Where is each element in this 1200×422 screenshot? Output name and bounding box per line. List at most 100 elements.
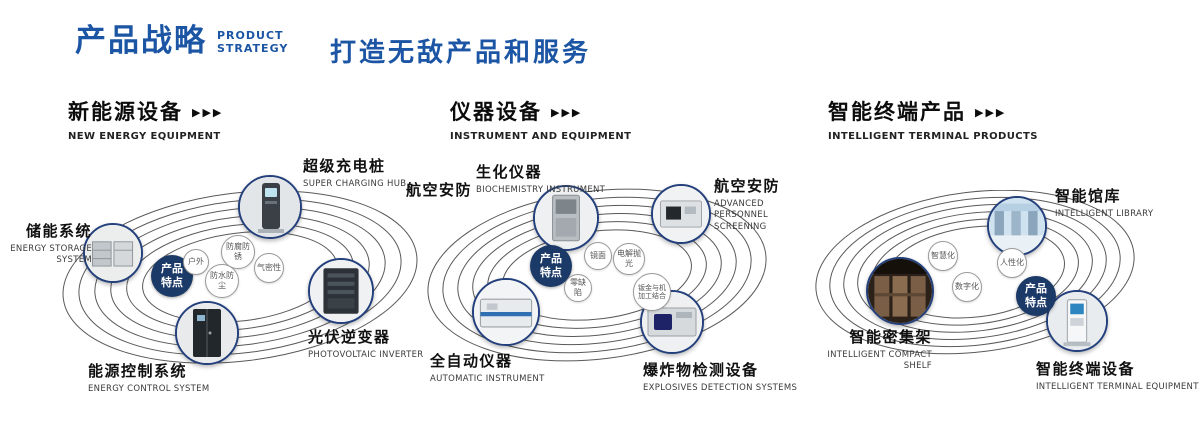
product-label-energy-storage: 储能系统 ENERGY STORAGE SYSTEM [4,220,92,267]
product-name-en: ENERGY CONTROL SYSTEM [88,384,210,394]
feature-label: 户外 [188,257,204,267]
product-photo-intelligent-library [987,196,1047,256]
page-title-en: PRODUCT STRATEGY [217,24,288,55]
feature-label: 智慧化 [931,251,955,261]
product-name-en: BIOCHEMISTRY INSTRUMENT [476,185,606,195]
feature-bubble: 防腐防锈 [221,235,255,269]
feature-label: 数字化 [955,282,979,292]
feature-bubble: 电解抛光 [613,243,645,275]
product-name-cn: 超级充电桩 [303,157,386,175]
triple-arrow-icon: ▶▶▶ [551,106,583,119]
product-label-intelligent-library: 智能馆库 INTELLIGENT LIBRARY [1055,185,1153,220]
product-name-cn: 智能馆库 [1055,187,1122,205]
product-photo-energy-storage [83,223,143,283]
feature-label: 防水防尘 [210,271,234,290]
label-aviation-security-left: 航空安防 [406,181,473,199]
brand-title: 产品战略 PRODUCT STRATEGY [75,24,288,58]
feature-bubble: 气密性 [254,253,284,283]
feature-bubble: 镜面 [584,242,612,270]
product-name-cn: 航空安防 [714,177,781,195]
product-name-cn: 储能系统 [25,222,92,240]
section-header-instrument: 仪器设备 ▶▶▶ INSTRUMENT AND EQUIPMENT [450,96,631,142]
feature-bubble: 数字化 [952,272,982,302]
product-photo-energy-control [175,301,239,365]
product-name-cn: 光伏逆变器 [308,328,391,346]
feature-bubble: 智慧化 [928,241,958,271]
triple-arrow-icon: ▶▶▶ [975,106,1007,119]
product-label-super-charging-hub: 超级充电桩 SUPER CHARGING HUB [303,155,406,190]
badge-label: 产品特点 [539,252,562,279]
page-title: 产品战略 [75,23,207,59]
feature-label: 镜面 [590,251,606,261]
product-features-badge: 产品特点 [530,245,572,287]
personnel-screening-image [653,186,709,242]
charging-pile-image [240,177,300,237]
compact-shelf-image [868,259,932,323]
product-name-en: ENERGY STORAGE SYSTEM [10,244,92,266]
energy-control-cabinet-image [177,303,237,363]
page-subtitle: 打造无敌产品和服务 [330,38,592,68]
feature-label: 人性化 [1000,258,1024,268]
product-name-en: INTELLIGENT COMPACT SHELF [827,350,932,372]
section-title: 新能源设备 [68,100,183,124]
product-label-personnel-screening: 航空安防 ADVANCED PERSONNEL SCREENING [714,175,819,233]
product-name-cn: 智能密集架 [849,328,932,346]
section-title-en: INSTRUMENT AND EQUIPMENT [450,131,632,142]
product-label-biochemistry-instrument: 生化仪器 BIOCHEMISTRY INSTRUMENT [476,161,605,196]
product-name-en: INTELLIGENT LIBRARY [1055,209,1154,219]
product-photo-biochemistry-instrument [533,185,599,251]
badge-label: 产品特点 [1024,282,1047,309]
product-photo-super-charging-hub [238,175,302,239]
section-header-intelligent-terminal: 智能终端产品 ▶▶▶ INTELLIGENT TERMINAL PRODUCTS [828,96,1038,142]
product-features-badge: 产品特点 [1016,276,1056,316]
section-header-new-energy: 新能源设备 ▶▶▶ NEW ENERGY EQUIPMENT [68,96,223,142]
product-name-cn: 爆炸物检测设备 [643,361,759,379]
feature-bubble: 零缺陷 [564,274,592,302]
product-photo-terminal-kiosk [1046,290,1108,352]
feature-bubble: 人性化 [997,248,1027,278]
feature-label: 防腐防锈 [226,242,250,261]
feature-bubble: 户外 [183,249,209,275]
section-title-en: NEW ENERGY EQUIPMENT [68,131,221,142]
product-name-cn: 全自动仪器 [430,352,513,370]
terminal-kiosk-image [1048,292,1106,350]
product-label-pv-inverter: 光伏逆变器 PHOTOVOLTAIC INVERTER [308,326,423,361]
product-label-energy-control: 能源控制系统 ENERGY CONTROL SYSTEM [88,360,209,395]
badge-label: 产品特点 [160,262,183,289]
feature-label: 钣金与机加工结合 [638,283,666,300]
product-name-en: ADVANCED PERSONNEL SCREENING [714,199,769,232]
product-label-compact-shelf: 智能密集架 INTELLIGENT COMPACT SHELF [827,326,932,373]
product-label-terminal-kiosk: 智能终端设备 INTELLIGENT TERMINAL EQUIPMENT [1036,358,1199,393]
intelligent-library-image [989,198,1045,254]
product-name-cn: 生化仪器 [476,163,543,181]
product-photo-personnel-screening [651,184,711,244]
feature-bubble: 防水防尘 [205,264,239,298]
product-photo-pv-inverter [308,258,374,324]
product-name-en: PHOTOVOLTAIC INVERTER [308,350,424,360]
pv-inverter-image [310,260,372,322]
section-title: 仪器设备 [450,100,542,124]
section-title: 智能终端产品 [828,100,966,124]
triple-arrow-icon: ▶▶▶ [192,106,224,119]
product-name-en: EXPLOSIVES DETECTION SYSTEMS [643,383,798,393]
feature-label: 零缺陷 [570,278,586,297]
energy-storage-image [85,225,141,281]
feature-bubble: 钣金与机加工结合 [633,273,671,311]
page-title-en-line1: PRODUCT [217,29,284,42]
product-name-en: INTELLIGENT TERMINAL EQUIPMENT [1036,382,1199,392]
feature-label: 电解抛光 [617,249,641,268]
product-name-en: AUTOMATIC INSTRUMENT [430,374,545,384]
product-name-cn: 智能终端设备 [1036,360,1136,378]
product-name-en: SUPER CHARGING HUB [303,179,407,189]
feature-label: 气密性 [257,263,281,273]
product-label-explosives-detector: 爆炸物检测设备 EXPLOSIVES DETECTION SYSTEMS [643,359,797,394]
biochemistry-instrument-image [535,187,597,249]
automatic-instrument-image [474,280,538,344]
orbit-rings-new-energy [62,190,418,364]
product-photo-compact-shelf [866,257,934,325]
product-name-cn: 能源控制系统 [88,362,188,380]
product-photo-automatic-instrument [472,278,540,346]
page-title-en-line2: STRATEGY [217,42,289,56]
product-label-automatic-instrument: 全自动仪器 AUTOMATIC INSTRUMENT [430,350,545,385]
